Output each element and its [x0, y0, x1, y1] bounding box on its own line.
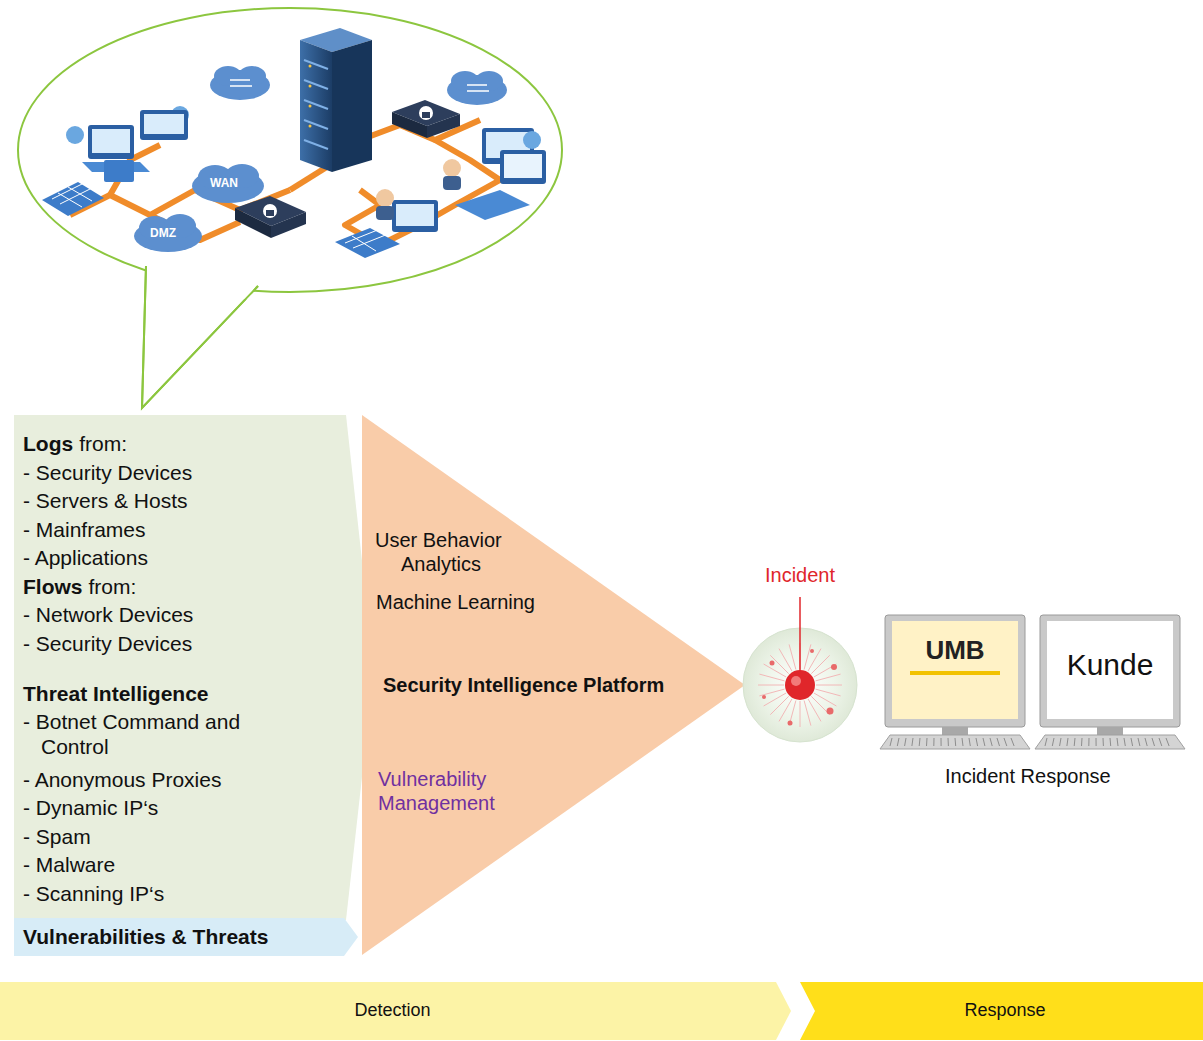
- node-label: Response: [800, 1000, 1203, 1022]
- platform-label: User Behavior Analytics: [375, 528, 561, 576]
- response-caption: Incident Response: [945, 764, 1111, 788]
- node-label: Detection: [0, 1000, 785, 1022]
- list-item: - Scanning IP‘s: [23, 881, 164, 906]
- detection-phase-band: Detection: [0, 982, 792, 1040]
- list-item: - Dynamic IP‘s: [23, 795, 158, 820]
- incident-burst: Incident: [742, 627, 858, 743]
- vulnerability-band: Vulnerabilities & Threats: [14, 918, 360, 956]
- list-item: from:: [79, 431, 127, 456]
- list-item: - Servers & Hosts: [23, 488, 188, 513]
- log-source-panel: Logsfrom:- Security Devices- Servers & H…: [14, 415, 376, 920]
- monitor-kunde: Kunde: [1035, 615, 1185, 750]
- group-heading: Logs: [23, 431, 73, 456]
- platform-label: Vulnerability Management: [378, 767, 548, 815]
- group-heading: Flows: [23, 574, 83, 599]
- node-label: UMB: [880, 635, 1030, 666]
- response-phase-band: Response: [800, 982, 1203, 1040]
- list-item: - Anonymous Proxies: [23, 767, 221, 792]
- list-item: - Security Devices: [23, 631, 192, 656]
- node-shape: [1035, 615, 1185, 750]
- incident-label: Incident: [765, 563, 835, 587]
- list-item: from:: [89, 574, 137, 599]
- node-shape: [742, 627, 858, 743]
- list-item: - Mainframes: [23, 517, 146, 542]
- list-item: - Applications: [23, 545, 148, 570]
- platform-label: Security Intelligence Platform: [383, 673, 664, 697]
- cloud-label: DMZ: [150, 226, 176, 240]
- list-item: - Security Devices: [23, 460, 192, 485]
- list-item: - Botnet Command and Control: [23, 709, 271, 759]
- cloud-label: WAN: [210, 176, 238, 190]
- list-item: - Malware: [23, 852, 115, 877]
- list-item: - Spam: [23, 824, 91, 849]
- group-heading: Threat Intelligence: [23, 681, 209, 706]
- monitor-umb: UMB: [880, 615, 1030, 750]
- list-item: - Network Devices: [23, 602, 193, 627]
- platform-label: Machine Learning: [376, 590, 535, 614]
- node-label: Kunde: [1035, 647, 1185, 683]
- band-label: Vulnerabilities & Threats: [23, 924, 268, 949]
- platform-funnel: User Behavior AnalyticsMachine LearningS…: [362, 415, 746, 956]
